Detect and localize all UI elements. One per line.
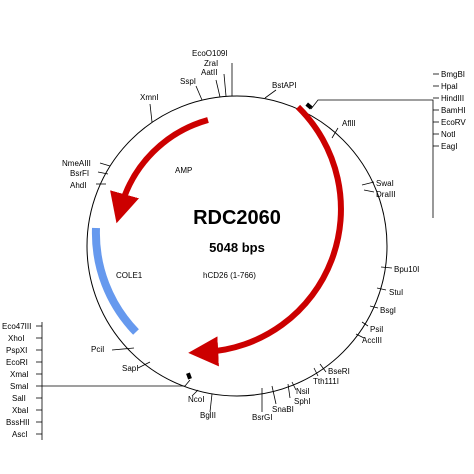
mcs-right-label: HindIII — [441, 94, 464, 103]
mcs-left-label: SalI — [12, 394, 26, 403]
mcs-left-label: XmaI — [10, 370, 29, 379]
site-label-nmeaiii: NmeAIII — [62, 159, 91, 168]
site-label-swai: SwaI — [376, 179, 394, 188]
hcd26-feature-arrow — [188, 104, 344, 367]
site-label-bglii: BglII — [200, 411, 216, 420]
plasmid-size: 5048 bps — [209, 240, 265, 255]
mcs-left-label: XhoI — [8, 334, 24, 343]
feature-label-hcd26: hCD26 (1-766) — [203, 271, 256, 280]
mcs-left-label: PspXI — [6, 346, 27, 355]
site-label-snabi: SnaBI — [272, 405, 294, 414]
mcs-right-label: EcoRV — [441, 118, 466, 127]
site-label-ncoi: NcoI — [188, 395, 204, 404]
site-label-tth111i: Tth111I — [313, 377, 339, 386]
site-label-bsgi: BsgI — [380, 306, 396, 315]
amp-feature-arrow — [110, 117, 209, 224]
mcs-left-marker — [186, 372, 192, 380]
site-label-stui: StuI — [389, 288, 403, 297]
mcs-left-label: EcoRI — [6, 358, 28, 367]
site-label-zrai: ZraI — [204, 59, 218, 68]
site-label-bsrgi: BsrGI — [252, 413, 272, 422]
mcs-left-labels: Eco47III XhoI PspXI EcoRI XmaI SmaI SalI… — [2, 322, 31, 439]
mcs-right-label: EagI — [441, 142, 457, 151]
site-label-bstapi: BstAPI — [272, 81, 296, 90]
mcs-right-labels: BmgBI HpaI HindIII BamHI EcoRV NotI EagI — [441, 70, 466, 151]
mcs-left-label: AscI — [12, 430, 28, 439]
site-label-aflii: AflII — [342, 119, 356, 128]
site-label-bseri: BseRI — [328, 367, 350, 376]
mcs-left-label: BssHII — [6, 418, 30, 427]
site-label-dralii: DraIII — [376, 190, 396, 199]
mcs-left-connector — [36, 322, 191, 440]
site-ticks-left-upper — [96, 162, 111, 185]
site-label-sapi: SapI — [122, 364, 138, 373]
site-ticks-top — [149, 63, 277, 123]
site-label-psii: PsiI — [370, 325, 383, 334]
mcs-right-connector — [310, 73, 439, 218]
plasmid-title: RDC2060 — [193, 207, 281, 229]
mcs-right-label: BamHI — [441, 106, 465, 115]
feature-label-amp: AMP — [175, 166, 192, 175]
site-label-accili: AccIII — [362, 336, 382, 345]
feature-label-cole1: COLE1 — [116, 271, 143, 280]
site-label-nsii: NsiI — [296, 387, 310, 396]
cole1-feature-bar — [91, 227, 139, 335]
mcs-right-marker — [305, 102, 313, 110]
mcs-left-label: SmaI — [10, 382, 29, 391]
site-label-bsrfi: BsrFI — [70, 169, 89, 178]
mcs-left-label: Eco47III — [2, 322, 31, 331]
site-label-pcii: PciI — [91, 345, 104, 354]
mcs-left-label: XbaI — [12, 406, 28, 415]
mcs-right-label: BmgBI — [441, 70, 465, 79]
site-ticks-right — [261, 127, 393, 412]
site-ticks-bottom-left — [111, 347, 213, 413]
site-label-xmni: XmnI — [140, 93, 159, 102]
site-label-ecoo109i: EcoO109I — [192, 49, 228, 58]
site-label-aatii: AatII — [201, 68, 217, 77]
site-label-ahdi: AhdI — [70, 181, 86, 190]
site-label-sspi: SspI — [180, 77, 196, 86]
mcs-right-label: NotI — [441, 130, 456, 139]
backbone-circle — [86, 95, 388, 397]
site-label-bpu10i: Bpu10I — [394, 265, 419, 274]
site-label-sphi: SphI — [294, 397, 310, 406]
mcs-right-label: HpaI — [441, 82, 458, 91]
